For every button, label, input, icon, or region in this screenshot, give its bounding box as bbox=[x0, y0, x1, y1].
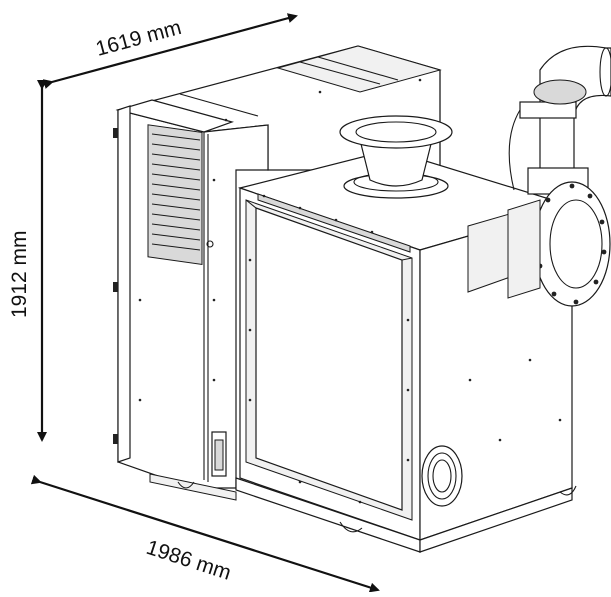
width-label: 1986 mm bbox=[143, 536, 233, 585]
left-base-rail bbox=[149, 473, 237, 501]
cabinet-handle-grip bbox=[214, 439, 224, 471]
front-access-panel-inner bbox=[255, 207, 403, 511]
right-foot bbox=[559, 485, 577, 496]
cabinet-lock bbox=[206, 240, 214, 248]
height-label: 1912 mm bbox=[8, 230, 31, 318]
top-flue-collar bbox=[339, 115, 453, 199]
left-foot bbox=[177, 481, 195, 489]
hinge-top bbox=[113, 128, 118, 138]
dimension-height: 1912 mm bbox=[8, 80, 47, 442]
valve-body bbox=[507, 199, 541, 299]
control-cable bbox=[508, 109, 521, 191]
depth-label: 1619 mm bbox=[93, 16, 184, 61]
louvre-panel bbox=[147, 124, 203, 265]
main-body bbox=[235, 149, 577, 553]
collar-top-flange bbox=[339, 115, 453, 149]
hinge-middle bbox=[113, 282, 118, 292]
left-cabinet bbox=[113, 99, 269, 501]
fasteners bbox=[138, 78, 562, 504]
hinge-bottom bbox=[113, 434, 118, 444]
valve-flange bbox=[519, 101, 577, 119]
front-foot bbox=[339, 521, 363, 533]
left-cabinet-side bbox=[117, 105, 131, 463]
front-top-strip bbox=[257, 193, 411, 253]
collar-cone bbox=[359, 139, 433, 187]
left-cabinet-top bbox=[115, 99, 234, 133]
width-arrow bbox=[30, 474, 380, 593]
valve-actuator bbox=[533, 79, 587, 105]
louvre-slats bbox=[151, 133, 201, 251]
pipe-assembly bbox=[507, 45, 611, 307]
depth-arrow bbox=[42, 13, 298, 89]
right-base-rail bbox=[419, 487, 573, 553]
